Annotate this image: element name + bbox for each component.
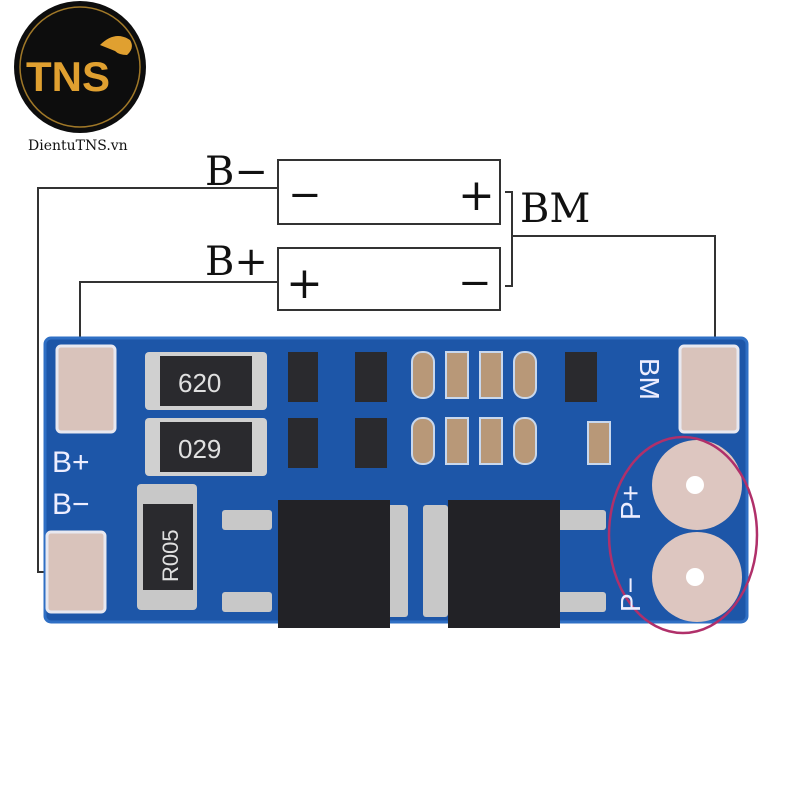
pad-b-plus (55, 344, 117, 434)
tns-logo: TNS (14, 1, 146, 133)
dragon-icon (100, 36, 132, 55)
mosfet-2 (448, 500, 560, 628)
resistor-029-label: 029 (178, 434, 221, 464)
svg-text:B+: B+ (52, 446, 90, 479)
pad-bm (678, 344, 740, 434)
label-b-plus: B+ (205, 239, 268, 285)
svg-text:−: − (288, 172, 322, 218)
battery-cell-bottom: + − (277, 247, 501, 311)
label-b-minus: B− (205, 149, 268, 195)
resistor-620-label: 620 (178, 368, 221, 398)
svg-text:P+: P+ (615, 485, 646, 520)
svg-text:B−: B− (52, 488, 90, 521)
svg-text:BM: BM (634, 358, 665, 400)
pad-b-minus (45, 530, 107, 614)
shunt-label: R005 (158, 529, 183, 582)
mosfet-1 (278, 500, 390, 628)
logo-text: TNS (26, 53, 110, 100)
highlight-ellipse (607, 435, 759, 635)
pcb-board: 620 029 R005 B+ B− (43, 336, 759, 635)
svg-text:+: + (458, 170, 495, 221)
svg-text:P−: P− (615, 577, 646, 612)
svg-text:−: − (458, 260, 492, 306)
battery-cell-top: − + (277, 159, 501, 225)
label-bm: BM (520, 186, 590, 232)
site-name: DientuTNS.vn (28, 138, 128, 154)
svg-text:+: + (286, 258, 323, 309)
